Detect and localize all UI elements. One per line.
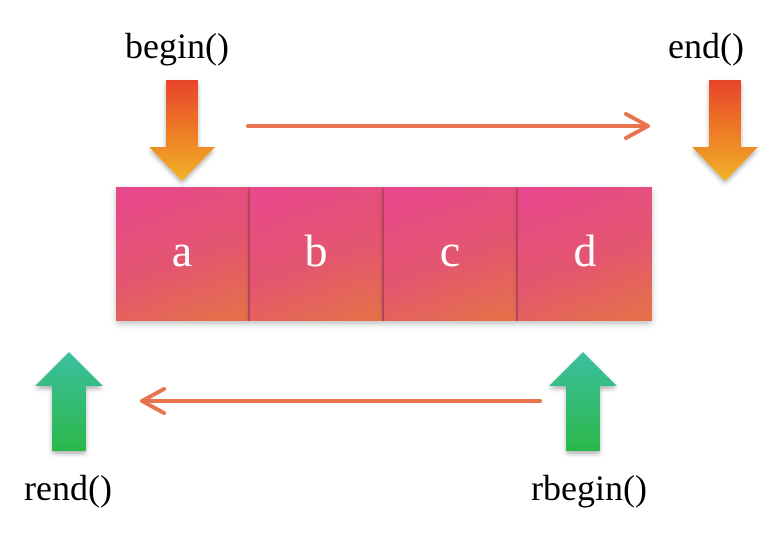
end-pointer-arrow-icon: [692, 80, 758, 181]
container-cells: a b c d: [116, 187, 652, 321]
end-label: end(): [668, 26, 744, 66]
begin-label: begin(): [125, 26, 229, 66]
rbegin-label: rbegin(): [531, 468, 647, 508]
rend-label: rend(): [24, 468, 112, 508]
reverse-direction-arrow-icon: [140, 387, 542, 415]
cell-a-label: a: [171, 224, 193, 276]
cell-d: d: [518, 187, 652, 321]
forward-direction-arrow-icon: [246, 112, 650, 140]
cell-a: a: [116, 187, 250, 321]
cell-b-label: b: [304, 224, 328, 276]
begin-pointer-arrow-icon: [149, 80, 215, 181]
cell-d-label: d: [573, 224, 597, 276]
cell-c: c: [384, 187, 518, 321]
rbegin-pointer-arrow-icon: [549, 352, 617, 451]
rend-pointer-arrow-icon: [35, 352, 103, 451]
cell-b: b: [250, 187, 384, 321]
cell-c-label: c: [439, 224, 461, 276]
